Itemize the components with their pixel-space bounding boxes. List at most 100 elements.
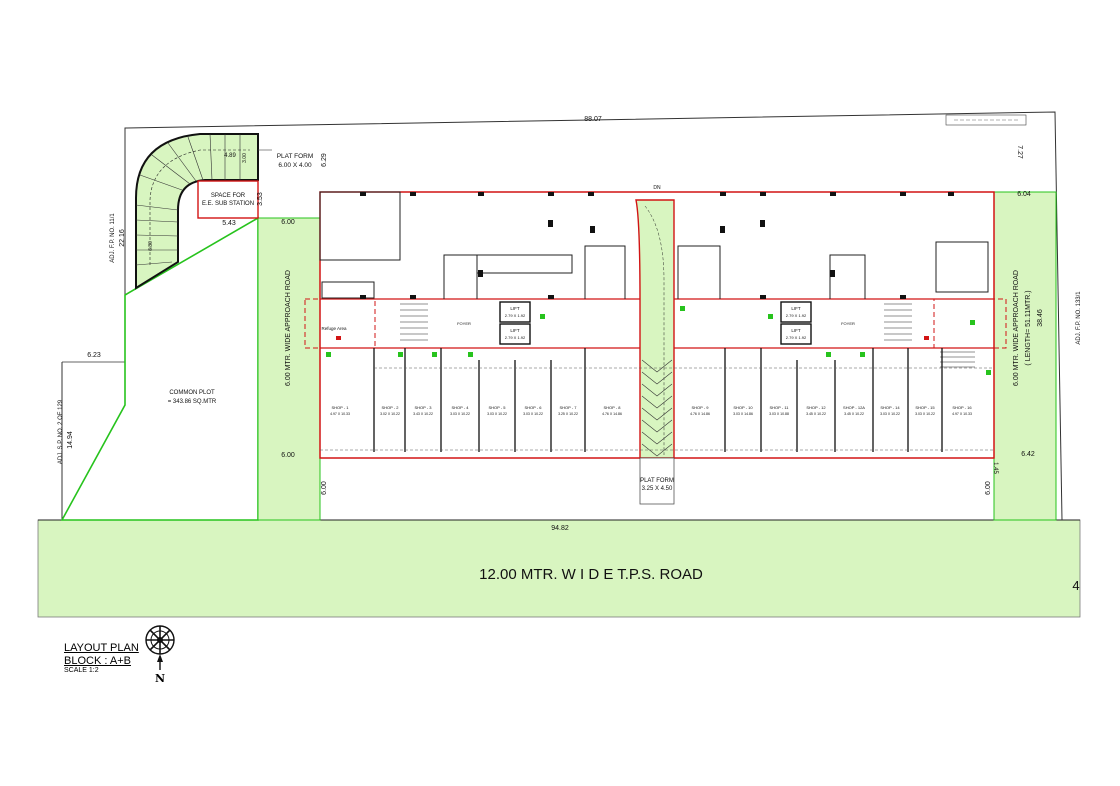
shop-size: 3.03 X 10.22 — [450, 412, 470, 416]
shop-size: 3.03 X 10.22 — [523, 412, 543, 416]
dim-ramp-a: 4.89 — [224, 153, 236, 159]
foyer-right: FOYER — [841, 321, 855, 326]
dn-label: DN — [653, 185, 661, 191]
dim-left-lower: 14.94 — [67, 431, 74, 449]
shop-name: SHOP - 5 — [488, 405, 506, 410]
shop-size: 3.45 X 10.22 — [844, 412, 864, 416]
lift-cores — [499, 301, 812, 345]
shop-size: 3.03 X 10.22 — [487, 412, 507, 416]
bottom-platform-label: PLAT FORM — [640, 478, 674, 484]
shop-size: 4.97 X 10.33 — [330, 412, 350, 416]
dim-substation-width: 5.43 — [222, 220, 236, 227]
main-road-area — [37, 519, 1081, 618]
shop-size: 3.45 X 10.22 — [806, 412, 826, 416]
shop-name: SHOP - 10 — [733, 405, 753, 410]
shop-name: SHOP - 15 — [915, 405, 935, 410]
shop-size: 3.03 X 10.22 — [880, 412, 900, 416]
substation-space — [197, 180, 259, 219]
dim-ramp-c: 6.80 — [148, 241, 154, 251]
left-approach-road — [257, 217, 321, 521]
lift-left-1-size: 2.79 X 1.92 — [505, 313, 526, 318]
dim-top-overall: 88.07 — [584, 116, 602, 123]
shop-name: SHOP - 16 — [952, 405, 972, 410]
dim-bottom-front: 94.82 — [551, 525, 569, 532]
lift-left-2-size: 2.79 X 1.92 — [505, 335, 526, 340]
north-arrow-icon: N — [145, 625, 175, 685]
common-plot-area: = 343.86 SQ.MTR — [168, 399, 217, 405]
substation-label-2: E.E. SUB STATION — [202, 201, 254, 207]
dim-left-width: 22.16 — [119, 229, 126, 247]
shop-size: 4.76 X 14.86 — [690, 412, 710, 416]
bottom-platform-size: 3.25 X 4.50 — [642, 486, 673, 492]
top-platform-size: 6.00 X 4.00 — [278, 162, 312, 169]
north-letter: N — [155, 672, 165, 685]
road-fragment: 4 — [1072, 578, 1079, 593]
bottom-platform — [639, 457, 675, 505]
fire-markers — [326, 306, 991, 375]
shop-name: SHOP - 7 — [559, 405, 577, 410]
shop-size: 3.03 X 10.88 — [769, 412, 789, 416]
lift-left-2: LIFT — [510, 328, 520, 333]
common-plot — [60, 216, 259, 521]
lift-right-2: LIFT — [791, 328, 801, 333]
shop-partitions — [373, 348, 943, 452]
right-approach-road-length: ( LENGTH= 51.11MTR.) — [1025, 290, 1032, 365]
shop-size: 3.02 X 10.22 — [380, 412, 400, 416]
right-approach-road-label: 6.00 MTR. WIDE APPROACH ROAD — [1013, 270, 1020, 386]
dim-top-left-setback: 6.29 — [321, 153, 328, 167]
dim-bottom-right-setback: 6.00 — [985, 481, 992, 495]
refuge-area-label: Refuge Area — [321, 326, 347, 331]
shop-name: SHOP - 12A — [843, 405, 865, 410]
common-plot-label: COMMON PLOT — [169, 390, 215, 396]
dim-right-depth: 38.46 — [1037, 309, 1044, 327]
left-adjacent-lower-label: ADJ. S.P. NO. 2 OF 129 — [58, 399, 64, 464]
dim-right-mid: 6.42 — [1021, 451, 1035, 458]
shop-name: SHOP - 1 — [331, 405, 349, 410]
red-markers — [336, 336, 929, 340]
legend-block: BLOCK : A+B — [64, 654, 131, 667]
columns — [360, 192, 954, 299]
right-approach-road — [993, 191, 1057, 521]
dim-top-right-setback: 7.27 — [1016, 145, 1023, 159]
dim-bottom-left-setback: 6.00 — [321, 481, 328, 495]
legend-scale: SCALE 1:2 — [64, 667, 99, 675]
left-adjacent-label: ADJ. F.P. NO. 11/1 — [110, 213, 116, 263]
curved-ramp — [135, 133, 259, 290]
shop-size: 3.03 X 14.86 — [733, 412, 753, 416]
central-ramp — [635, 199, 675, 459]
lift-right-1-size: 2.79 X 1.92 — [786, 313, 807, 318]
shop-name: SHOP - 11 — [770, 405, 790, 410]
dim-left-road-top: 6.00 — [281, 219, 295, 226]
right-adjacent-label: ADJ. F.P. NO. 133/1 — [1076, 291, 1082, 345]
shop-name: SHOP - 9 — [691, 405, 709, 410]
shop-name: SHOP - 4 — [451, 405, 469, 410]
shop-size: 3.43 X 10.22 — [413, 412, 433, 416]
lift-right-2-size: 2.79 X 1.92 — [786, 335, 807, 340]
foyer-left: FOYER — [457, 321, 471, 326]
main-road-label: 12.00 MTR. W I D E T.P.S. ROAD — [479, 566, 703, 583]
left-approach-road-label: 6.00 MTR. WIDE APPROACH ROAD — [285, 270, 292, 386]
shop-name: SHOP - 8 — [603, 405, 621, 410]
shop-size: 4.97 X 10.33 — [952, 412, 972, 416]
drawing-legend: LAYOUT PLAN BLOCK : A+B SCALE 1:2 — [64, 642, 139, 675]
shop-size: 4.76 X 14.86 — [602, 412, 622, 416]
top-platform-label: PLAT FORM — [277, 153, 314, 160]
shop-mezzanine-lines — [320, 367, 994, 451]
shop-name: SHOP - 3 — [414, 405, 432, 410]
substation-label-1: SPACE FOR — [211, 193, 246, 199]
dim-ramp-b: 3.00 — [242, 153, 248, 163]
dim-right-small: 1.45 — [992, 462, 998, 474]
dim-left-road-bottom: 6.00 — [281, 452, 295, 459]
dim-right-top: 6.04 — [1017, 191, 1031, 198]
lift-left-1: LIFT — [510, 306, 520, 311]
lift-right-1: LIFT — [791, 306, 801, 311]
shop-name: SHOP - 14 — [880, 405, 900, 410]
dim-substation-depth: 3.53 — [257, 192, 264, 206]
shop-name: SHOP - 12 — [806, 405, 826, 410]
site-boundary — [124, 111, 1063, 521]
dim-common-plot-offset: 6.23 — [87, 352, 101, 359]
shop-name: SHOP - 6 — [524, 405, 542, 410]
shop-size: 3.25 X 10.22 — [558, 412, 578, 416]
